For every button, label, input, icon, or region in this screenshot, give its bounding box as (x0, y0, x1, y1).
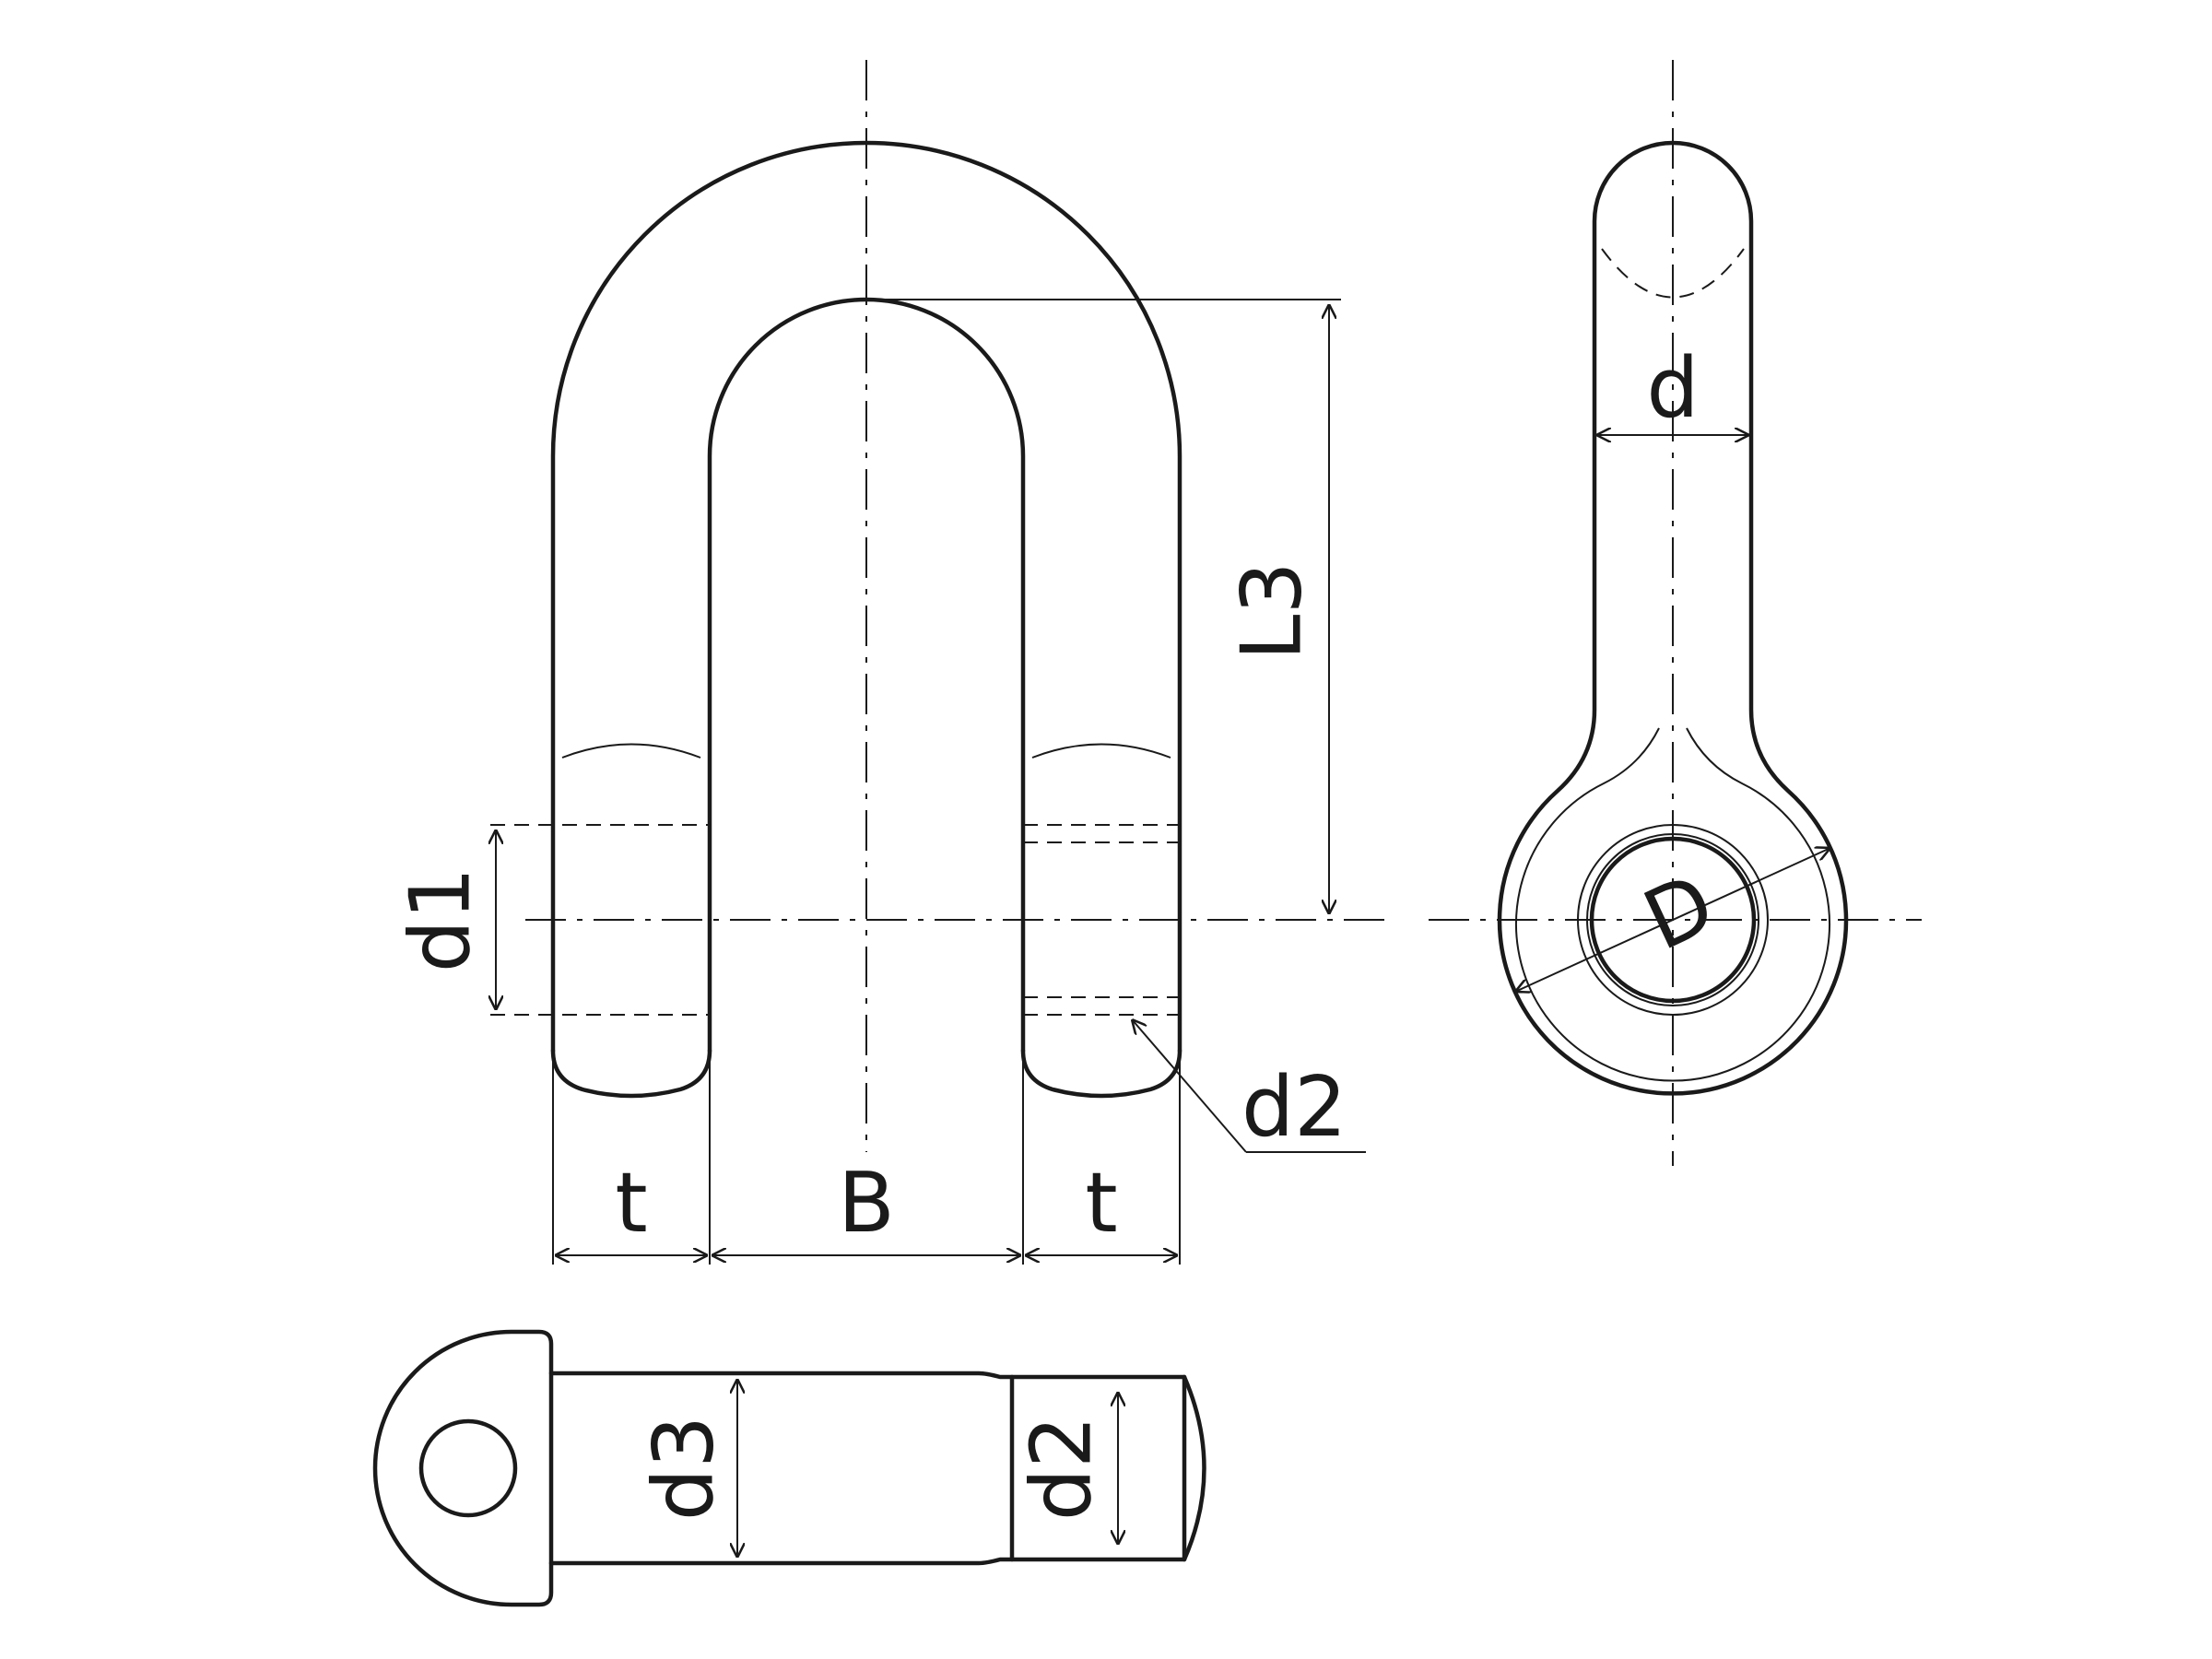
pin-view (372, 1329, 1206, 1607)
label-l3: L3 (1224, 561, 1321, 660)
right-eye-fillet (1031, 743, 1171, 759)
callout-d2: d2 (1132, 1019, 1366, 1156)
side-top-hidden-arc (1601, 248, 1745, 299)
label-d2-pin: d2 (1014, 1416, 1111, 1521)
pin-thread-contour (1009, 1374, 1187, 1562)
dimension-d3: d3 (636, 1379, 738, 1558)
dimension-d2-pin: d2 (1014, 1392, 1119, 1545)
side-inner-eye-contour (1515, 727, 1830, 1082)
label-t-left: t (615, 1155, 647, 1252)
left-eye-bottom (550, 1048, 712, 1099)
dimension-d: d (1596, 340, 1749, 437)
label-d3: d3 (636, 1416, 733, 1521)
left-eye-fillet (561, 743, 701, 759)
label-big-d: D (1630, 855, 1728, 970)
pin-head-contour (372, 1329, 554, 1607)
pin-thread-chamfer (1182, 1374, 1206, 1562)
side-outer-contour (1497, 140, 1849, 1096)
dimension-l3: L3 (866, 299, 1341, 914)
label-d: d (1646, 340, 1699, 437)
dimension-width-chain: t B t (552, 1062, 1181, 1265)
dimension-d1: d1 (393, 830, 497, 1010)
right-eye-bottom (1020, 1048, 1182, 1099)
label-d2-callout: d2 (1241, 1059, 1347, 1156)
label-b: B (838, 1155, 895, 1252)
label-t-right: t (1085, 1155, 1117, 1252)
label-d1: d1 (393, 867, 489, 972)
pin-head-eye (418, 1418, 518, 1518)
pin-shank-contour (548, 1371, 1015, 1566)
bow-outer-contour (550, 140, 1182, 1053)
side-view (1429, 60, 1922, 1166)
